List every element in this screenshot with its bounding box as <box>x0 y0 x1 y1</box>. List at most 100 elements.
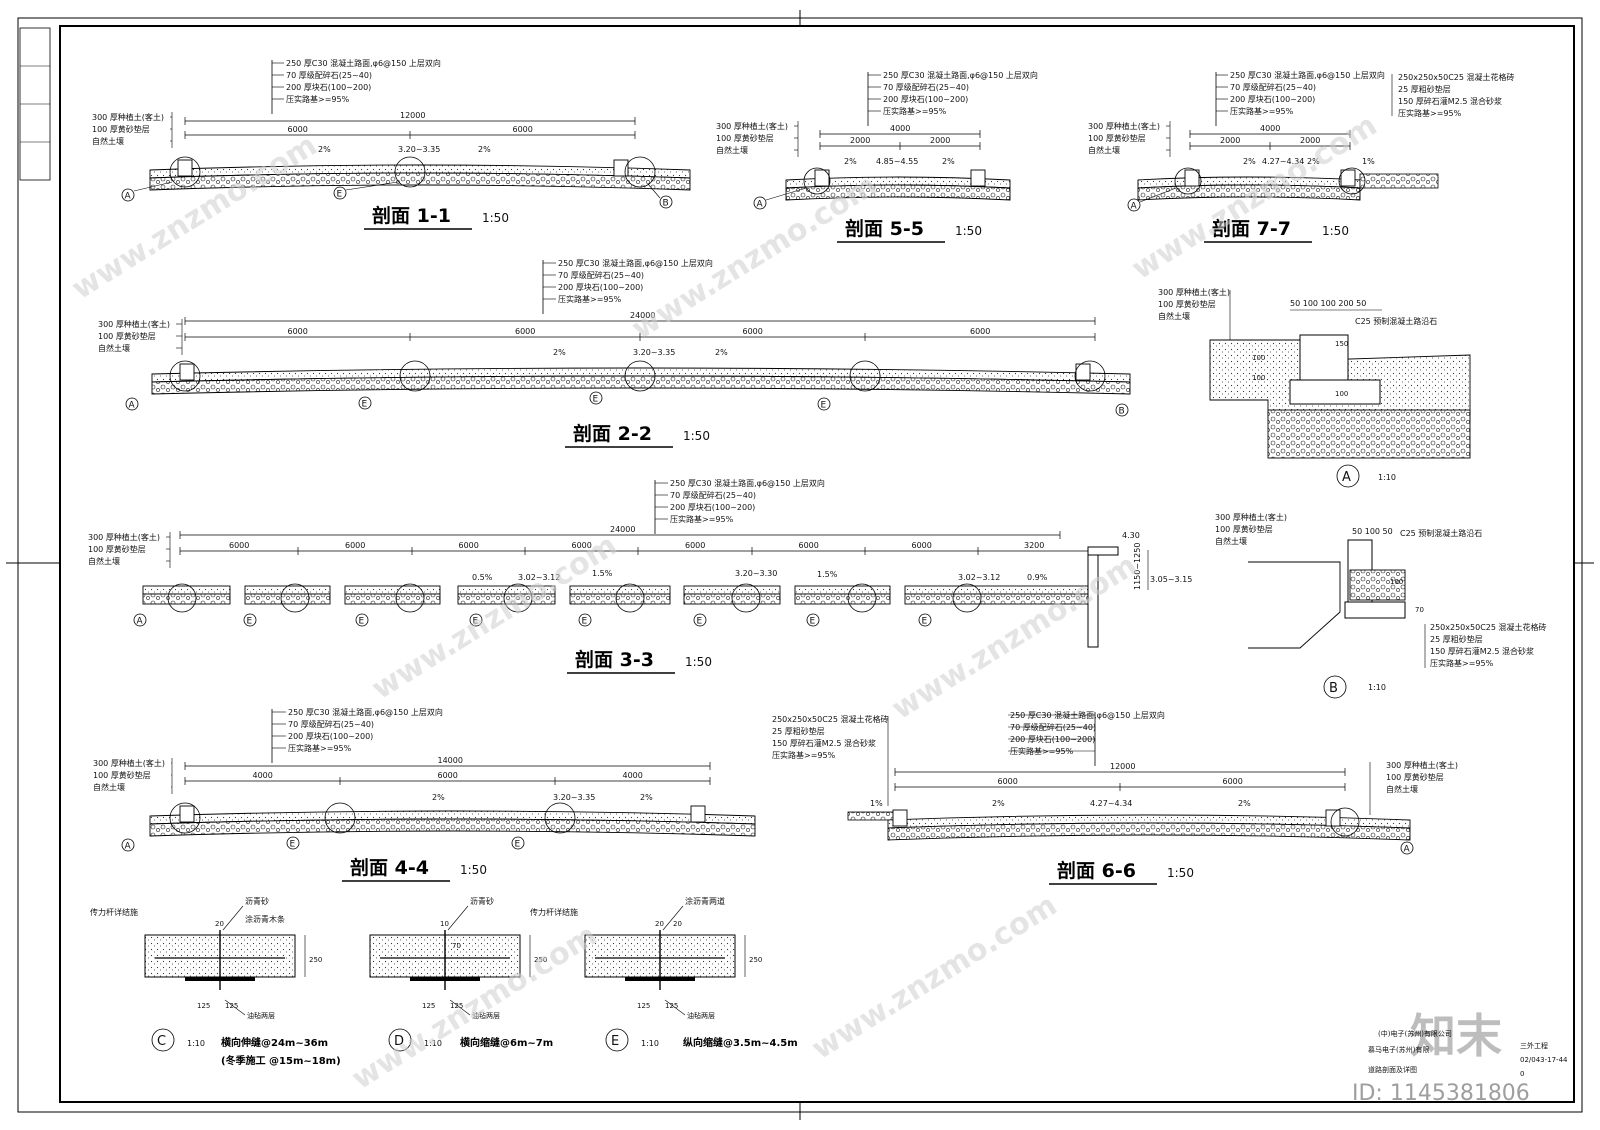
base-note: 100 厚黄砂垫层 <box>1215 524 1273 534</box>
dimension-label: 6000 <box>513 125 533 134</box>
line <box>345 181 399 191</box>
slab-segment <box>794 585 891 595</box>
base-note: 100 厚黄砂垫层 <box>88 544 146 554</box>
detail-callout-circle <box>952 583 982 613</box>
slope-label: 2% <box>1243 157 1256 166</box>
paver-note: 250x250x50C25 混凝土花格砖 <box>1430 622 1547 632</box>
wall-cap <box>1087 546 1119 556</box>
dimension-label: 4000 <box>623 771 643 780</box>
slab-segment <box>142 585 231 595</box>
layer-note: 压实路基>=95% <box>286 94 350 104</box>
section-marker-label: E <box>337 190 343 200</box>
gravel-segment <box>142 593 231 605</box>
dimension-label: 4000 <box>890 124 910 133</box>
layer-note: 压实路基>=95% <box>288 743 352 753</box>
dimension-label: 14000 <box>438 756 463 765</box>
curb <box>1184 169 1200 187</box>
dimension-label: 6000 <box>345 541 365 550</box>
layer-note: 70 厚级配碎石(25~40) <box>558 270 644 280</box>
joint-width: 125 <box>422 1002 435 1010</box>
dimension-label: 6000 <box>288 327 308 336</box>
dimension-label: 6000 <box>970 327 990 336</box>
dimension-label: 4000 <box>253 771 273 780</box>
section-title: 剖面 7-7 <box>1212 217 1291 240</box>
section-title: 剖面 5-5 <box>845 217 924 240</box>
layer-note: 250 厚C30 混凝土路面,φ6@150 上层双向 <box>1230 70 1385 80</box>
slope-label: 2% <box>478 145 491 154</box>
layer-note: 70 厚级配碎石(25~40) <box>286 70 372 80</box>
curb-note: C25 预制混凝土路沿石 <box>1400 528 1482 538</box>
section-marker-label: E <box>362 400 368 410</box>
layer-note: 250 厚C30 混凝土路面,φ6@150 上层双向 <box>883 70 1038 80</box>
dimension-label: 2000 <box>1220 136 1240 145</box>
base-note: 100 厚黄砂垫层 <box>716 133 774 143</box>
line <box>1139 187 1177 203</box>
tb-code: 02/043-17-44 <box>1520 1056 1568 1064</box>
layer-note: 250 厚C30 混凝土路面,φ6@150 上层双向 <box>558 258 713 268</box>
slope-label: 2% <box>992 799 1005 808</box>
base-note: 自然土壤 <box>1215 536 1247 546</box>
base-note: 100 厚黄砂垫层 <box>98 331 156 341</box>
gravel-layer <box>1137 184 1361 201</box>
joint-bar-note: 传力杆详结施 <box>530 907 578 917</box>
slope-label: 2% <box>318 145 331 154</box>
section-title: 剖面 3-3 <box>575 648 654 671</box>
detail-callout-circle <box>1174 167 1202 195</box>
curb <box>1325 809 1341 827</box>
joint-width: 125 <box>665 1002 678 1010</box>
elevation-label: 3.02~3.12 <box>518 573 560 582</box>
side-slope-label: 1% <box>1362 157 1375 166</box>
detail-dim: 100 <box>1252 354 1265 362</box>
section-marker <box>286 836 300 850</box>
section-marker-label: E <box>359 617 365 627</box>
base-note: 100 厚黄砂垫层 <box>1088 133 1146 143</box>
section-marker-label: A <box>125 842 132 852</box>
detail-scale: 1:10 <box>641 1039 659 1048</box>
slope-label: 2% <box>942 157 955 166</box>
curb <box>613 159 629 177</box>
detail-callout-circle <box>1074 360 1106 392</box>
base-note: 自然土壤 <box>93 782 125 792</box>
section-marker <box>589 391 603 405</box>
base-note: 100 厚黄砂垫层 <box>1158 299 1216 309</box>
section-marker <box>659 195 673 209</box>
detail-scale: 1:10 <box>424 1039 442 1048</box>
slope-label: 0.9% <box>1027 573 1048 582</box>
detail-scale: 1:10 <box>187 1039 205 1048</box>
layer-note: 200 厚块石(100~200) <box>670 502 755 512</box>
joint-felt-note: 油毡两层 <box>687 1011 715 1020</box>
dimension-label: 6000 <box>1223 777 1243 786</box>
section-marker-label: B <box>1119 407 1125 417</box>
section-marker <box>358 396 372 410</box>
joint-felt <box>625 977 695 981</box>
dimension-label: 24000 <box>610 525 635 534</box>
section-marker-label: E <box>697 617 703 627</box>
detail-label-circle <box>1336 464 1360 488</box>
detail-callout-circle <box>624 360 656 392</box>
detail-callout-circle <box>1338 167 1366 195</box>
gravel-segment <box>457 593 556 605</box>
joint-felt <box>185 977 255 981</box>
dimension-label: 6000 <box>438 771 458 780</box>
layer-note: 压实路基>=95% <box>558 294 622 304</box>
watermark-id: ID: 1145381806 <box>1352 1081 1530 1106</box>
section-marker-label: E <box>247 617 253 627</box>
base-note: 100 厚黄砂垫层 <box>92 124 150 134</box>
detail-label: B <box>1329 681 1338 696</box>
detail-callout-circle <box>169 802 201 834</box>
detail-callout-circle <box>394 156 426 188</box>
title-block: (中)电子(苏州)有限公司 慕马电子(苏州)有限 三外工程 02/043-17-… <box>1368 1029 1568 1078</box>
slope-label: 2% <box>1238 799 1251 808</box>
svg-text:www.znzmo.com: www.znzmo.com <box>806 888 1064 1067</box>
section-title: 剖面 1-1 <box>372 204 451 227</box>
slope-label: 2% <box>553 348 566 357</box>
paver-note: 25 厚粗砂垫层 <box>1430 634 1483 644</box>
joint-depth: 250 <box>309 956 322 964</box>
base-note: 自然土壤 <box>92 136 124 146</box>
joint-width: 125 <box>450 1002 463 1010</box>
section-marker-label: B <box>663 199 669 209</box>
dimension-label: 6000 <box>459 541 479 550</box>
section-marker <box>121 188 135 202</box>
line <box>765 187 807 201</box>
detail-label-circle <box>388 1028 412 1052</box>
